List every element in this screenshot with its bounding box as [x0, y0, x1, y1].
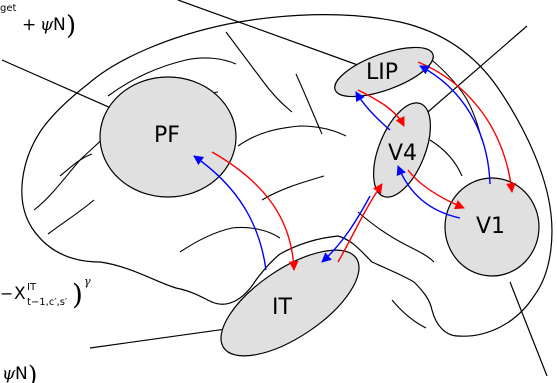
eq-bot-n: N	[15, 364, 28, 383]
connection-arrows	[193, 61, 516, 271]
v1-label: V1	[476, 214, 505, 239]
v4-to-it-arrow	[321, 195, 371, 263]
v4-pointer-line	[413, 25, 528, 125]
eq-top-plus: +	[22, 15, 36, 35]
v1-to-lip-arrow	[419, 65, 491, 185]
eq-top-superscript: get	[0, 3, 17, 14]
it-region	[220, 249, 360, 357]
lip-region	[334, 46, 434, 98]
v1-region	[444, 177, 540, 277]
pf-region	[99, 76, 237, 198]
eq-bot-psi: ψ	[2, 364, 16, 383]
eq-mid-subscript: t−1,c′,s′	[27, 297, 68, 308]
eq-mid-superscript: IT	[27, 282, 37, 293]
v1-pointer-line	[509, 281, 548, 377]
v4-label: V4	[388, 141, 417, 166]
v4-to-lip-arrow	[355, 91, 391, 131]
pf-to-it-arrow	[211, 151, 299, 271]
equation-bottom: ψ N )	[2, 361, 37, 383]
v4-region	[373, 102, 431, 198]
brain-outline	[21, 14, 553, 337]
eq-mid-minus: −	[0, 284, 13, 303]
eq-bot-paren: )	[28, 361, 37, 383]
equation-top: get + ψ N )	[0, 3, 76, 41]
pf-label: PF	[154, 123, 180, 148]
it-label: IT	[272, 295, 292, 320]
eq-mid-paren: )	[72, 278, 83, 311]
eq-top-paren: )	[66, 11, 76, 41]
lip-to-v1-arrow	[417, 61, 516, 193]
lip-pointer-line	[177, 0, 367, 69]
v1-to-v4-arrow	[396, 165, 461, 219]
equation-middle: − X IT t−1,c′,s′ ) γ	[0, 275, 91, 311]
v4-to-v1-arrow	[407, 169, 465, 210]
eq-top-psi: ψ	[40, 15, 54, 35]
it-to-pf-arrow	[193, 155, 267, 271]
eq-top-n: N	[53, 15, 66, 35]
eq-mid-x: X	[14, 284, 26, 304]
it-to-v4-arrow	[337, 183, 383, 263]
eq-mid-gamma: γ	[84, 275, 91, 288]
lip-label: LIP	[366, 60, 398, 85]
